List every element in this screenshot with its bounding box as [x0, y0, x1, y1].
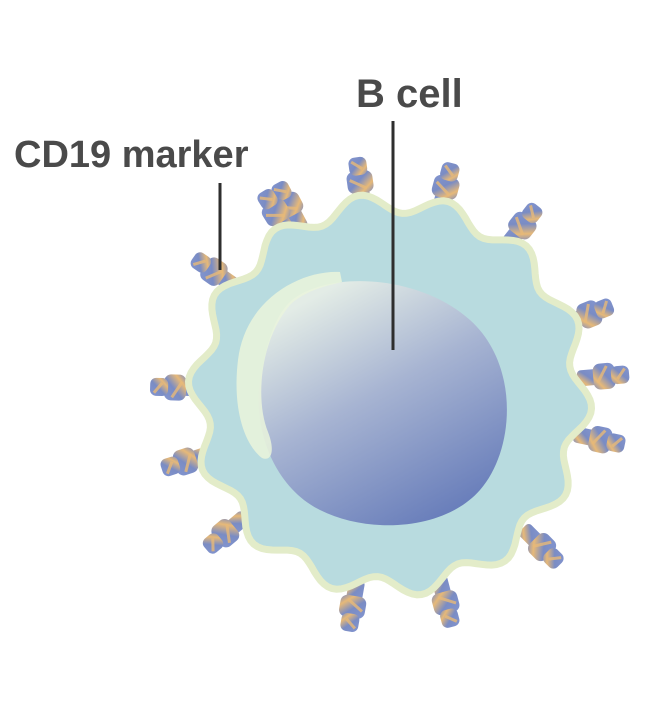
cd19-marker-label: CD19 marker	[14, 134, 249, 176]
cell-highlight	[236, 271, 342, 459]
b-cell-label: B cell	[356, 72, 463, 116]
nucleus	[258, 281, 507, 526]
